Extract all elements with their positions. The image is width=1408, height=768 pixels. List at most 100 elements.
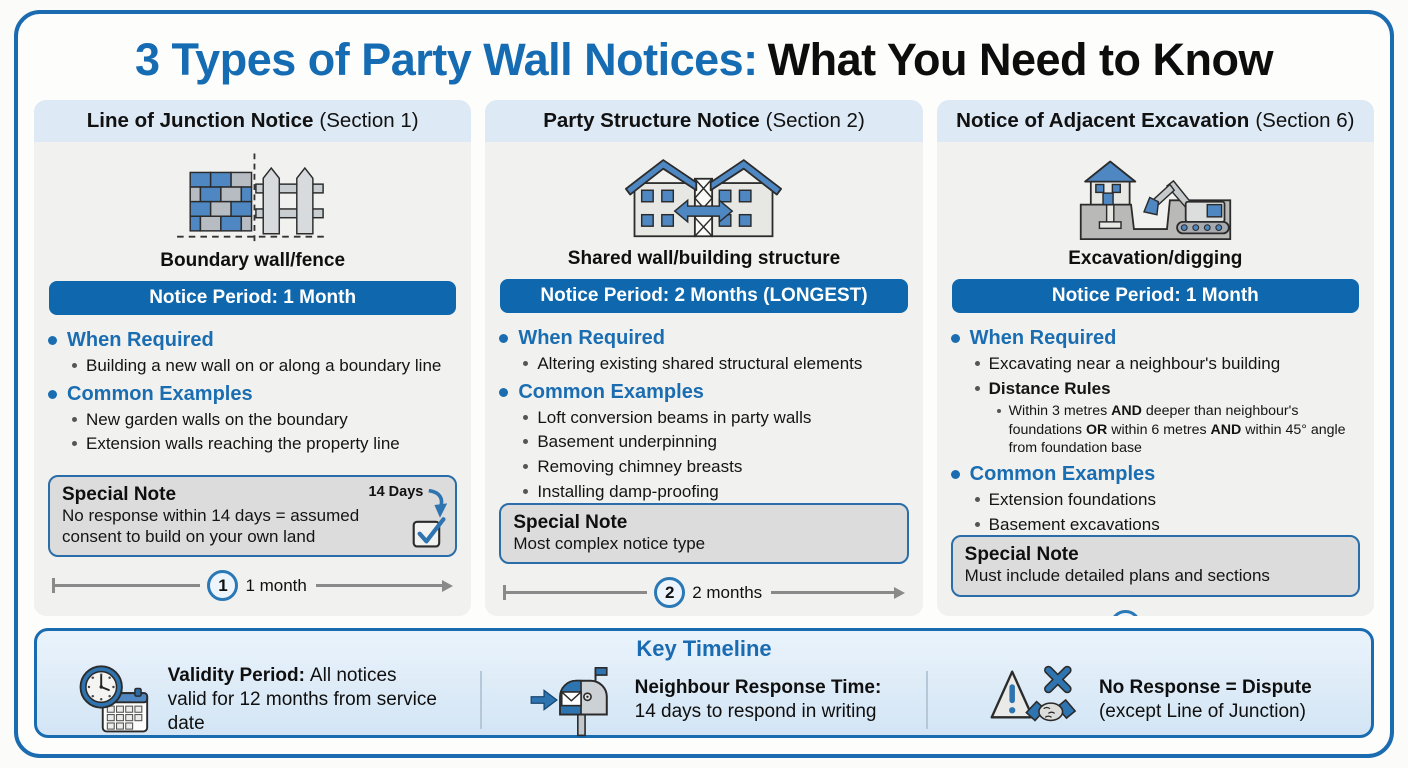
timeline-line xyxy=(771,591,894,595)
shared-houses-icon xyxy=(625,159,783,238)
sub-bullet-dot xyxy=(523,439,529,445)
list-item: Altering existing shared structural elem… xyxy=(523,354,910,375)
footer-divider xyxy=(925,671,928,729)
sub-bullet-dot xyxy=(974,496,980,502)
brick-wall-fence-icon xyxy=(176,153,329,242)
validity-period-text: Validity Period:All notices valid for 12… xyxy=(167,665,437,734)
list-item-distance-rules: Distance Rules xyxy=(974,379,1362,400)
curved-down-arrow-icon xyxy=(428,489,448,519)
bullet-dot xyxy=(499,334,509,343)
section-tag: (Section 6) xyxy=(1255,109,1355,132)
sub-bullet-dot xyxy=(523,414,529,420)
key-timeline-title: Key Timeline xyxy=(636,636,772,661)
timeline-label: 2 months xyxy=(692,582,763,602)
when-required-label: When Required xyxy=(499,327,910,350)
timeline-start-cap xyxy=(52,578,55,593)
no-response-item: No Response = Dispute(except Line of Jun… xyxy=(928,662,1371,738)
notice-period-banner: Notice Period: 1 Month xyxy=(951,279,1359,313)
checkbox-check-icon xyxy=(412,517,446,548)
notice-period-banner: Notice Period: 1 Month xyxy=(49,281,457,315)
key-timeline-panel: Key Timeline xyxy=(34,628,1374,738)
title-accent: 3 Types of Party Wall Notices: xyxy=(135,34,758,85)
list-item: Extension walls reaching the property li… xyxy=(72,434,459,455)
sub-bullet-dot xyxy=(72,363,77,368)
sub-bullet-dot xyxy=(72,441,77,447)
list-item: Installing damp-proofing xyxy=(523,482,910,503)
notice-name: Notice of Adjacent Excavation xyxy=(956,109,1250,132)
when-required-label: When Required xyxy=(48,329,459,352)
timeline-start-cap xyxy=(503,585,507,601)
timeline-number-badge: 2 xyxy=(654,577,686,609)
timeline-line xyxy=(315,584,443,587)
special-note-text: Most complex notice type xyxy=(513,533,706,553)
special-note-box: Special Note No response within 14 days … xyxy=(48,475,458,557)
timeline: 2 2 months xyxy=(503,577,905,609)
timeline: 1 1 month xyxy=(955,609,1356,616)
list-item: Removing chimney breasts xyxy=(523,457,910,478)
sub-sub-bullet-dot xyxy=(996,409,1001,414)
sub-bullet-dot xyxy=(974,361,980,366)
icon-caption: Boundary wall/fence xyxy=(160,250,346,271)
timeline-line xyxy=(506,591,648,595)
card-adjacent-excavation: Notice of Adjacent Excavation(Section 6) xyxy=(936,100,1374,616)
page-title: 3 Types of Party Wall Notices:What You N… xyxy=(18,34,1390,86)
special-note-text: No response within 14 days = assumed con… xyxy=(62,506,360,546)
infographic-frame: 3 Types of Party Wall Notices:What You N… xyxy=(14,10,1394,758)
icon-caption: Excavation/digging xyxy=(1068,248,1243,269)
fourteen-days-badge: 14 Days xyxy=(368,484,424,501)
sub-bullet-dot xyxy=(72,416,77,422)
dispute-handshake-icon xyxy=(990,665,1077,722)
special-note-title: Special Note xyxy=(62,484,177,506)
notice-columns: Line of Junction Notice(Section 1) xyxy=(18,100,1390,616)
special-note-title: Special Note xyxy=(513,511,628,533)
notice-name: Line of Junction Notice xyxy=(86,109,314,132)
mailbox-icon xyxy=(530,667,608,737)
bullet-dot xyxy=(950,469,960,479)
timeline-arrowhead-icon xyxy=(442,579,454,592)
response-time-text: Neighbour Response Time:14 days to respo… xyxy=(634,677,882,722)
card-header: Line of Junction Notice(Section 1) xyxy=(34,100,472,142)
bullet-dot xyxy=(499,387,509,397)
notice-period-banner: Notice Period: 2 Months (LONGEST) xyxy=(500,279,908,313)
bullet-list: When Required Excavating near a neighbou… xyxy=(937,313,1374,535)
excavation-icon xyxy=(1079,160,1231,241)
bullet-list: When Required Building a new wall on or … xyxy=(34,315,471,455)
no-response-text: No Response = Dispute(except Line of Jun… xyxy=(1098,677,1312,722)
list-item: Building a new wall on or along a bounda… xyxy=(72,356,459,377)
sub-bullet-dot xyxy=(523,488,529,494)
sub-bullet-dot xyxy=(523,361,529,366)
section-tag: (Section 1) xyxy=(319,109,419,132)
common-examples-label: Common Examples xyxy=(48,383,459,406)
card-header: Notice of Adjacent Excavation(Section 6) xyxy=(936,100,1374,142)
timeline-arrowhead-icon xyxy=(893,586,905,599)
key-timeline-items: Validity Period:All notices valid for 12… xyxy=(37,663,1371,737)
response-time-item: Neighbour Response Time:14 days to respo… xyxy=(482,663,925,737)
special-note-box: Special Note Must include detailed plans… xyxy=(950,535,1360,597)
card-line-of-junction: Line of Junction Notice(Section 1) xyxy=(34,100,472,616)
sub-bullet-dot xyxy=(974,521,980,527)
list-item: Extension foundations xyxy=(974,490,1362,511)
timeline-number-badge: 1 xyxy=(1110,609,1142,616)
common-examples-label: Common Examples xyxy=(499,381,910,404)
special-note-box: Special Note Most complex notice type xyxy=(499,502,909,565)
when-required-label: When Required xyxy=(950,327,1362,350)
bullet-dot xyxy=(950,334,960,343)
timeline-line xyxy=(55,584,201,587)
sub-bullet-dot xyxy=(974,385,980,391)
bullet-dot xyxy=(48,389,57,399)
special-note-title: Special Note xyxy=(964,544,1079,566)
special-note-text: Must include detailed plans and sections xyxy=(964,566,1270,586)
icon-area xyxy=(937,150,1374,242)
section-tag: (Section 2) xyxy=(765,109,865,132)
list-item: Excavating near a neighbour's building xyxy=(974,354,1362,375)
timeline-number-badge: 1 xyxy=(207,570,239,601)
list-item: Basement underpinning xyxy=(523,432,910,453)
card-party-structure: Party Structure Notice(Section 2) xyxy=(485,100,923,616)
distance-rules-detail: Within 3 metres AND deeper than neighbou… xyxy=(996,402,1362,457)
bullet-dot xyxy=(48,336,57,345)
timeline: 1 1 month xyxy=(52,570,454,601)
list-item: New garden walls on the boundary xyxy=(72,410,459,431)
footer-divider xyxy=(480,671,483,729)
icon-area xyxy=(34,150,471,244)
list-item: Basement excavations xyxy=(974,515,1362,536)
